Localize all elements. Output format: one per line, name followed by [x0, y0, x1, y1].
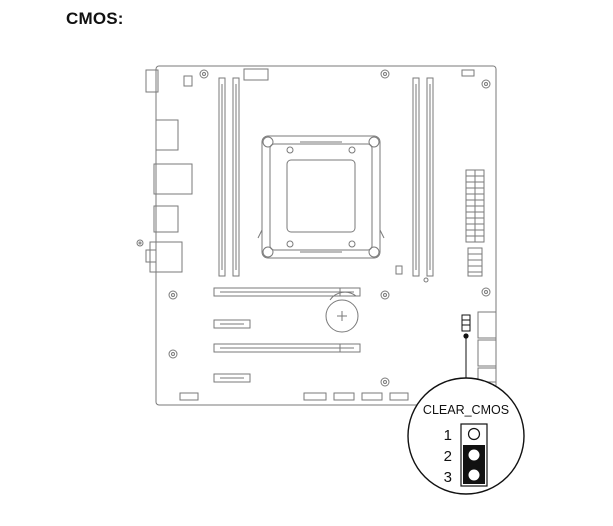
atx-power-connector — [465, 169, 485, 277]
fan-header — [183, 75, 193, 87]
memory-slots-right — [412, 77, 434, 277]
mounting-holes — [136, 69, 491, 387]
pin-label-2: 2 — [444, 448, 452, 465]
cpu-socket — [257, 135, 385, 259]
sata-connectors — [477, 311, 497, 383]
rear-io-ports — [145, 69, 193, 273]
coin-battery — [325, 291, 359, 333]
clear-cmos-jumper-location — [461, 314, 471, 382]
pcie-slot-2 — [213, 343, 361, 353]
pin-3 — [468, 469, 480, 481]
clear-cmos-callout: CLEAR_CMOS 1 2 3 — [407, 377, 525, 495]
bottom-headers — [179, 392, 409, 401]
memory-slots-left — [218, 77, 240, 277]
page-heading: CMOS: — [66, 9, 124, 28]
small-header — [395, 265, 403, 275]
pin-label-1: 1 — [444, 427, 452, 444]
jumper-cap — [463, 445, 485, 484]
pin-label-3: 3 — [444, 469, 452, 486]
motherboard-outline — [155, 65, 497, 406]
pin-2 — [468, 449, 480, 461]
callout-title: CLEAR_CMOS — [423, 403, 509, 417]
pcie-x1-slot-2 — [213, 373, 251, 383]
fan-header-top — [461, 69, 475, 77]
pcie-slot-1 — [213, 287, 361, 297]
power-connector-8pin — [243, 68, 269, 81]
pin-1 — [467, 427, 481, 441]
pcie-x1-slot-1 — [213, 319, 251, 329]
